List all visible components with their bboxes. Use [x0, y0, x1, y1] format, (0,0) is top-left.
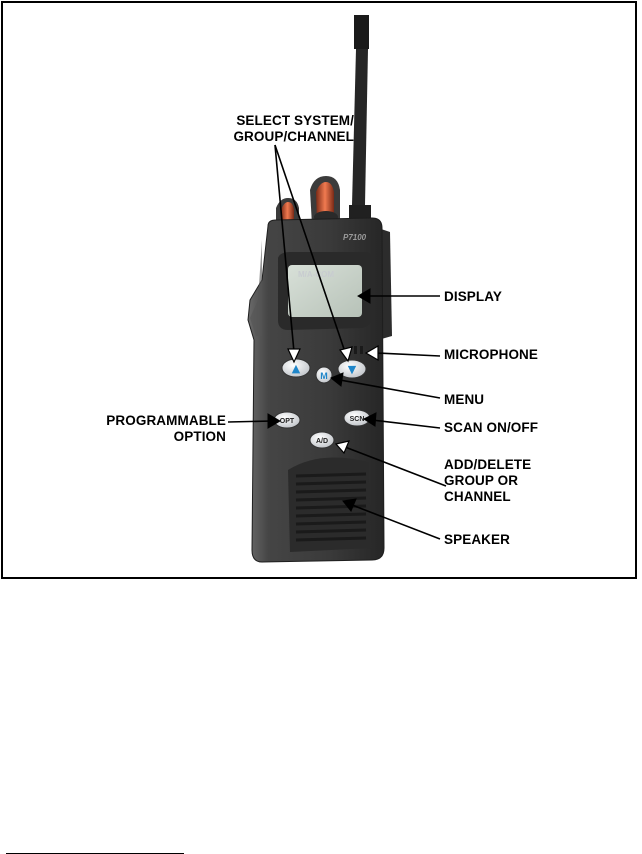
opt-button-label: OPT [280, 418, 295, 425]
callout-programmable-option: PROGRAMMABLE OPTION [78, 413, 226, 445]
down-arrow-icon: ▼ [348, 363, 357, 376]
up-arrow-icon: ▲ [292, 362, 301, 375]
callout-menu: MENU [444, 392, 484, 408]
radio-diagram: P7100 M/A-COM ▲ ▼ M OPT SCN A/D [0, 0, 642, 600]
scn-button-label: SCN [350, 416, 365, 423]
callout-select-system-group-channel: SELECT SYSTEM/ GROUP/CHANNEL [198, 113, 354, 145]
menu-button-label: M [320, 371, 328, 381]
volume-knob[interactable] [310, 176, 340, 225]
brand-logo: M/A-COM [298, 270, 334, 279]
speaker-grille [288, 458, 372, 553]
add-delete-button[interactable]: A/D [310, 432, 334, 448]
model-badge: P7100 [343, 233, 367, 242]
callout-add-delete-group-or-channel: ADD/DELETE GROUP OR CHANNEL [444, 457, 531, 505]
add-delete-button-label: A/D [316, 438, 328, 445]
callout-speaker: SPEAKER [444, 532, 510, 548]
callout-microphone: MICROPHONE [444, 347, 538, 363]
callout-display: DISPLAY [444, 289, 502, 305]
up-button[interactable]: ▲ [282, 359, 310, 377]
menu-button[interactable]: M [316, 367, 332, 383]
callout-scan-on-off: SCAN ON/OFF [444, 420, 538, 436]
